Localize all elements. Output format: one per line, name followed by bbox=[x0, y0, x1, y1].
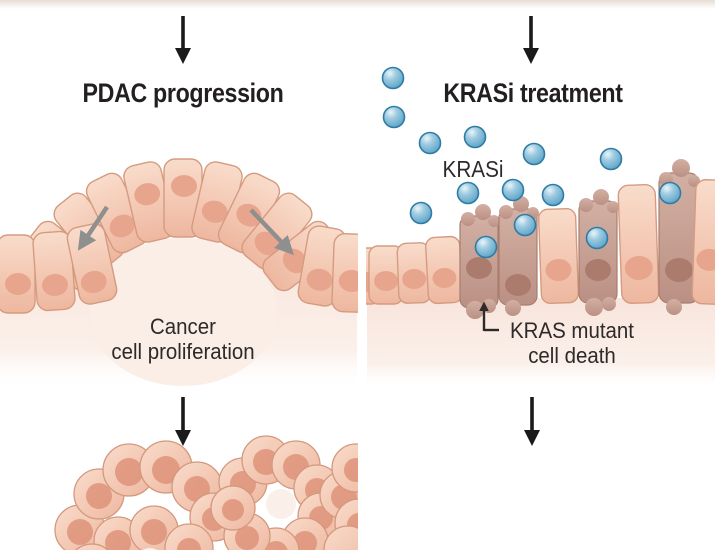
left-panel-illustration bbox=[0, 158, 358, 550]
krasi-molecule bbox=[501, 178, 525, 202]
dying-cell bbox=[498, 196, 539, 316]
krasi-molecule bbox=[418, 131, 442, 155]
krasi-molecule bbox=[522, 142, 546, 166]
krasi-molecule bbox=[541, 183, 565, 207]
caption-line: Cancer bbox=[150, 314, 216, 339]
up-arrow-pointer-icon bbox=[479, 301, 499, 332]
left-panel-title: PDAC progression bbox=[82, 78, 284, 108]
caption-line: cell death bbox=[528, 343, 616, 368]
right-panel-illustration bbox=[366, 159, 715, 390]
left-panel-caption: Cancer cell proliferation bbox=[44, 314, 323, 364]
cell-clusters bbox=[54, 435, 358, 550]
top-edge-strip bbox=[0, 0, 715, 9]
down-arrow-bottom-right bbox=[524, 397, 540, 446]
krasi-molecule bbox=[382, 105, 406, 129]
krasi-molecule bbox=[513, 213, 537, 237]
proliferation-arrows bbox=[77, 205, 294, 256]
epithelial-row bbox=[366, 159, 715, 319]
krasi-molecule bbox=[585, 226, 609, 250]
caption-line: KRAS mutant bbox=[510, 318, 634, 343]
dying-cell bbox=[578, 189, 619, 316]
down-arrow-top-left bbox=[175, 16, 191, 64]
krasi-molecule-layer bbox=[381, 66, 682, 259]
right-panel-caption: KRAS mutant cell death bbox=[442, 318, 702, 368]
krasi-molecule-label: KRASi bbox=[442, 156, 504, 182]
caption-line: cell proliferation bbox=[111, 339, 255, 364]
down-arrow-bottom-left bbox=[175, 397, 191, 446]
krasi-molecule bbox=[474, 235, 498, 259]
right-panel-title: KRASi treatment bbox=[443, 78, 623, 108]
krasi-molecule bbox=[463, 125, 487, 149]
krasi-molecule bbox=[658, 181, 682, 205]
flow-arrows bbox=[175, 16, 540, 446]
krasi-molecule bbox=[381, 66, 405, 90]
krasi-molecule bbox=[599, 147, 623, 171]
krasi-molecule bbox=[409, 201, 433, 225]
down-arrow-top-right bbox=[523, 16, 539, 64]
krasi-molecule bbox=[456, 181, 480, 205]
